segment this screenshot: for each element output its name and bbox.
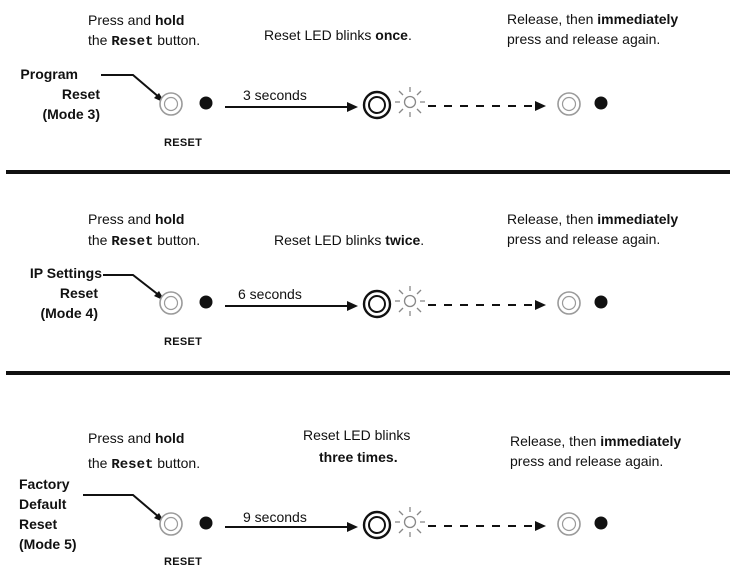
led-blink-description: Reset LED blinks twice.: [274, 232, 425, 248]
section-diagram: [103, 274, 608, 319]
led-blink-description: Reset LED blinks: [303, 427, 411, 443]
press-hold-instruction: Press and hold: [88, 211, 185, 227]
pointer-arrow: [103, 274, 165, 301]
reset-button-icon: [557, 92, 581, 116]
pointer-arrow: [101, 74, 165, 103]
press-hold-instruction-line2: the Reset button.: [88, 455, 201, 473]
mode-label: Factory Default Reset (Mode 5): [19, 476, 77, 552]
reset-caption: RESET: [164, 556, 203, 568]
release-dashed-arrow: [428, 300, 546, 310]
section-divider: [6, 371, 730, 375]
duration-label: 6 seconds: [238, 286, 302, 302]
section-diagram: [83, 494, 608, 540]
press-hold-instruction: Press and hold: [88, 430, 185, 446]
pressed-button-icon: [362, 510, 392, 540]
led-off-icon: [594, 96, 608, 110]
led-off-icon: [199, 516, 213, 530]
reset-caption: RESET: [164, 336, 203, 348]
release-instruction: Release, then immediately: [507, 11, 679, 27]
release-instruction: Release, then immediately: [507, 211, 679, 227]
led-off-icon: [199, 295, 213, 309]
hold-arrow: [225, 301, 358, 311]
led-off-icon: [199, 96, 213, 110]
hold-arrow: [225, 522, 358, 532]
release-dashed-arrow: [428, 101, 546, 111]
pressed-button-icon: [362, 90, 392, 120]
pointer-arrow: [83, 494, 165, 523]
section-diagram: [101, 74, 608, 120]
led-blinking-icon: [395, 507, 425, 537]
release-instruction-line2: press and release again.: [510, 453, 664, 469]
pressed-button-icon: [362, 289, 392, 319]
release-instruction-line2: press and release again.: [507, 31, 661, 47]
mode-label: Program Reset (Mode 3): [20, 66, 100, 122]
led-off-icon: [594, 295, 608, 309]
release-instruction-line2: press and release again.: [507, 231, 661, 247]
duration-label: 9 seconds: [243, 509, 307, 525]
reset-button-icon: [557, 291, 581, 315]
led-blink-description: Reset LED blinks once.: [264, 27, 412, 43]
section-ip-settings-reset: Press and hold the Reset button. Reset L…: [0, 200, 732, 370]
hold-arrow: [225, 102, 358, 112]
reset-button-icon: [159, 291, 183, 315]
reset-button-icon: [159, 512, 183, 536]
duration-label: 3 seconds: [243, 87, 307, 103]
reset-caption: RESET: [164, 137, 203, 149]
press-hold-instruction: Press and hold: [88, 12, 185, 28]
press-hold-instruction-line2: the Reset button.: [88, 232, 201, 250]
led-off-icon: [594, 516, 608, 530]
reset-button-icon: [557, 512, 581, 536]
mode-label: IP Settings Reset (Mode 4): [29, 265, 102, 321]
release-dashed-arrow: [428, 521, 546, 531]
reset-button-icon: [159, 92, 183, 116]
section-program-reset: Press and hold the Reset button. Reset L…: [0, 0, 732, 170]
press-hold-instruction-line2: the Reset button.: [88, 32, 201, 50]
led-blinking-icon: [395, 87, 425, 117]
led-blinking-icon: [395, 286, 425, 316]
led-blink-description-line2: three times.: [319, 449, 398, 465]
section-divider: [6, 170, 730, 174]
release-instruction: Release, then immediately: [510, 433, 682, 449]
section-factory-default-reset: Press and hold the Reset button. Reset L…: [0, 392, 732, 568]
